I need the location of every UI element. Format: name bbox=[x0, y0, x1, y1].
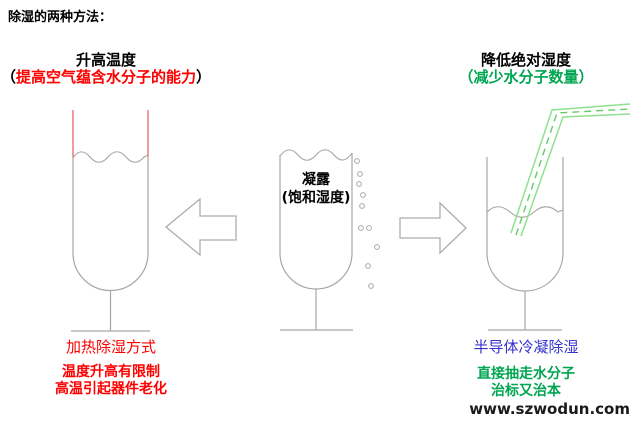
droplet-icon bbox=[374, 244, 380, 250]
block-arrow-left-icon bbox=[164, 197, 237, 257]
straw-edge bbox=[510, 103, 631, 234]
droplet-icon bbox=[358, 225, 364, 231]
droplet-icon bbox=[368, 283, 374, 289]
page-title: 除湿的两种方法： bbox=[8, 10, 113, 25]
bent-straw-icon bbox=[510, 103, 631, 237]
glass-bowl bbox=[72, 157, 149, 292]
heated-glass-figure bbox=[71, 110, 150, 332]
straw-center-dashed-line bbox=[515, 108, 631, 236]
left-method-subtitle-text: 提高空气蕴含水分子的能力 bbox=[15, 68, 196, 86]
glass-bowl bbox=[279, 153, 353, 290]
watermark: www.szwodun.com bbox=[469, 400, 630, 418]
left-method-subtitle: （提高空气蕴含水分子的能力） bbox=[0, 69, 212, 86]
droplet-icon bbox=[360, 192, 366, 198]
droplet-icon bbox=[366, 225, 372, 231]
left-method-note-2: 高温引起器件老化 bbox=[55, 381, 167, 397]
water-surface-wave bbox=[72, 151, 149, 163]
droplet-icon bbox=[359, 203, 365, 209]
droplet-icon bbox=[354, 158, 360, 164]
droplet-icon bbox=[357, 171, 363, 177]
droplet-icon bbox=[365, 263, 371, 269]
right-method-heading: 降低绝对湿度 bbox=[480, 51, 571, 69]
condensation-droplets-icon bbox=[354, 158, 380, 289]
block-arrow-right-icon bbox=[399, 201, 467, 255]
center-glass-label-line2: (饱和湿度) bbox=[281, 190, 351, 206]
dehumidified-glass-figure bbox=[486, 103, 631, 331]
droplet-icon bbox=[356, 181, 362, 187]
left-method-label: 加热除湿方式 bbox=[65, 338, 156, 356]
right-method-label: 半导体冷凝除湿 bbox=[473, 338, 579, 356]
left-method-heading: 升高温度 bbox=[75, 51, 136, 69]
right-method-note-1: 直接抽走水分子 bbox=[477, 366, 575, 382]
straw-edge bbox=[520, 113, 631, 237]
left-method-note-1: 温度升高有限制 bbox=[62, 364, 160, 380]
paren-open: （ bbox=[0, 68, 16, 86]
water-surface-wave bbox=[279, 149, 353, 161]
saturated-glass-figure bbox=[279, 149, 380, 331]
water-surface-wave bbox=[486, 206, 564, 218]
paren-close: ） bbox=[196, 68, 212, 86]
right-method-subtitle: （减少水分子数量） bbox=[458, 68, 594, 86]
right-method-note-2: 治标又治本 bbox=[491, 383, 561, 399]
center-glass-label-line1: 凝露 bbox=[302, 172, 330, 188]
